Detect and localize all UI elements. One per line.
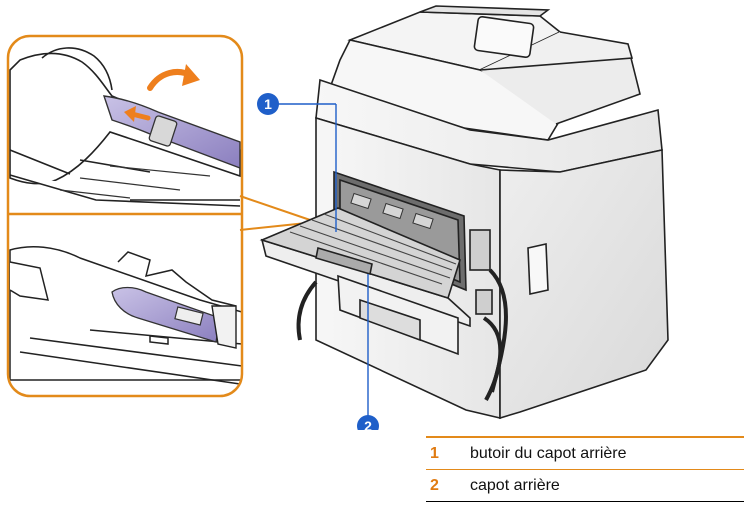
detail-inset bbox=[6, 34, 317, 398]
legend-number: 1 bbox=[430, 444, 439, 462]
printer-illustration: 1 2 bbox=[6, 5, 669, 430]
legend-number: 2 bbox=[430, 476, 439, 494]
legend-row: 1 butoir du capot arrière bbox=[426, 437, 744, 470]
printer bbox=[259, 5, 669, 420]
callout-1: 1 bbox=[257, 93, 337, 232]
callout-legend: 1 butoir du capot arrière 2 capot arrièr… bbox=[426, 436, 744, 502]
cover-detail bbox=[9, 245, 242, 385]
legend-label: capot arrière bbox=[470, 476, 560, 494]
legend-row: 2 capot arrière bbox=[426, 470, 744, 502]
hand-detail bbox=[9, 47, 241, 207]
legend-label: butoir du capot arrière bbox=[470, 444, 627, 462]
callout-2-number: 2 bbox=[364, 418, 372, 430]
callout-2: 2 bbox=[357, 274, 379, 430]
callout-1-number: 1 bbox=[264, 96, 272, 112]
